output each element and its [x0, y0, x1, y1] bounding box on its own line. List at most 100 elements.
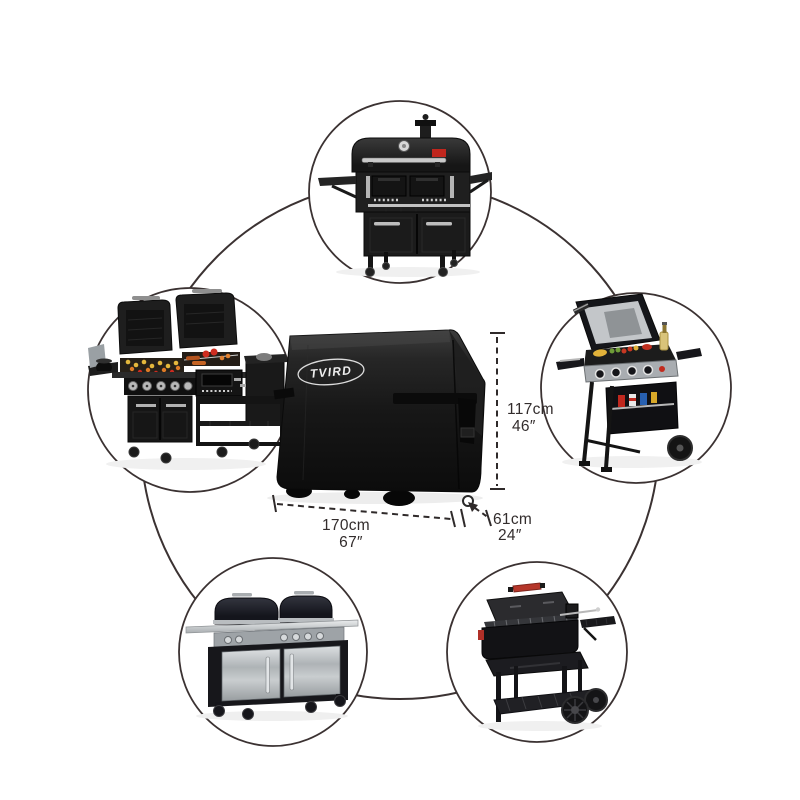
center-oven-unit	[195, 369, 243, 397]
grate-with-food	[584, 344, 676, 366]
lid-handle	[192, 289, 222, 293]
depth-arrowhead	[468, 502, 478, 512]
charcoal-cabinet-grill-photo	[318, 114, 492, 277]
grill-legs	[368, 250, 456, 269]
logo-oval	[297, 358, 365, 386]
width-cap-right	[450, 510, 456, 528]
red-brand-badge	[432, 149, 446, 157]
grill-cover-product: TVIRD	[267, 329, 486, 507]
height-dimension	[490, 332, 505, 490]
width-dimension	[272, 494, 466, 528]
lid-handle	[132, 296, 160, 300]
cover-left-fold	[302, 344, 309, 481]
grill-lid	[351, 137, 471, 173]
lid-handle	[294, 591, 314, 595]
wheel	[667, 435, 693, 461]
grill-shadow	[562, 456, 702, 468]
lid-right	[279, 595, 333, 623]
cabinet-handle-left	[374, 222, 400, 226]
door-handle	[265, 656, 270, 694]
depth-label-metric: 61cm	[493, 511, 532, 528]
tool-rail	[368, 204, 470, 207]
caster-wheels	[365, 259, 458, 277]
width-cap-left	[272, 494, 277, 513]
depth-cap	[485, 509, 492, 527]
handle-mount	[368, 162, 373, 167]
depth-dimension	[468, 502, 492, 527]
oil-bottle	[659, 322, 669, 351]
door-handle	[378, 178, 400, 181]
depth-projection-tick	[460, 508, 466, 528]
red-side-lever	[478, 630, 484, 640]
red-lid-handle	[512, 582, 542, 593]
pot	[96, 361, 112, 371]
barrel-body	[478, 614, 579, 660]
lid-handle	[572, 302, 590, 315]
grill-shadow	[478, 721, 602, 731]
open-lid	[572, 293, 661, 351]
cover-shadow	[267, 492, 483, 504]
door-handle	[416, 178, 438, 181]
corn	[593, 349, 607, 357]
lid-trim	[213, 620, 280, 624]
strap-horizontal	[393, 393, 477, 404]
cabinet-handle-right	[426, 222, 452, 226]
grill-tools	[559, 358, 581, 362]
cover-top-sheen	[290, 330, 450, 350]
brand-logo: TVIRD	[297, 358, 365, 386]
gas-grill-open-lid-photo	[556, 293, 702, 472]
door-handle	[289, 653, 294, 691]
spoke-wheels	[561, 688, 608, 724]
right-side-table	[676, 348, 702, 360]
width-label-imperial: 67″	[339, 534, 363, 551]
side-trim-left	[366, 176, 370, 198]
grill-shadow	[106, 458, 266, 470]
combo-gas-charcoal-grill-photo	[88, 289, 288, 470]
cabinet-door-left	[369, 217, 413, 253]
lid-left	[214, 597, 279, 625]
igniter-button	[659, 366, 665, 372]
lid-handle	[232, 593, 252, 597]
height-label-metric: 117cm	[507, 401, 554, 418]
strap-left	[273, 387, 295, 400]
stainless-door-left	[221, 648, 281, 702]
cart-legs	[579, 381, 641, 472]
height-label-imperial: 46″	[512, 418, 536, 435]
width-dashed-line	[276, 503, 452, 520]
lid-handle-bar	[361, 157, 447, 163]
shelf-bracket	[469, 178, 489, 194]
depth-dashed-line	[474, 507, 490, 519]
control-panel	[124, 378, 196, 395]
handle-mount	[435, 162, 440, 167]
front-tray-bar	[112, 372, 254, 378]
right-side-shelf	[580, 616, 616, 641]
rotisserie	[559, 603, 601, 619]
brand-logo-text: TVIRD	[309, 363, 352, 381]
shelf-bracket	[331, 184, 357, 199]
control-panel	[583, 359, 679, 383]
lower-cabinet	[127, 395, 193, 443]
grill-shadow	[336, 267, 480, 277]
barrel-charcoal-grill-photo	[478, 582, 616, 731]
caster-wheels	[128, 438, 260, 464]
open-lid-left	[117, 296, 173, 355]
food-on-right-grate	[182, 348, 240, 366]
stand-legs	[496, 660, 582, 722]
width-label-metric: 170cm	[322, 517, 370, 534]
long-handle-bar	[185, 619, 359, 634]
depth-label-imperial: 24″	[498, 527, 522, 544]
pepper	[642, 344, 652, 350]
grill-shadow	[196, 711, 348, 721]
lid-trim	[278, 618, 334, 622]
cabinet-door-right	[421, 217, 466, 253]
thermometer-dial	[402, 144, 406, 148]
bottle-rail	[609, 403, 675, 410]
cart-panel-with-bottles	[605, 381, 679, 435]
open-lid-right	[175, 289, 238, 349]
caster-wheels	[213, 694, 346, 720]
cover-body	[276, 329, 486, 493]
dual-lid-gas-grill-photo	[185, 591, 359, 721]
side-shelf-left	[318, 176, 356, 186]
